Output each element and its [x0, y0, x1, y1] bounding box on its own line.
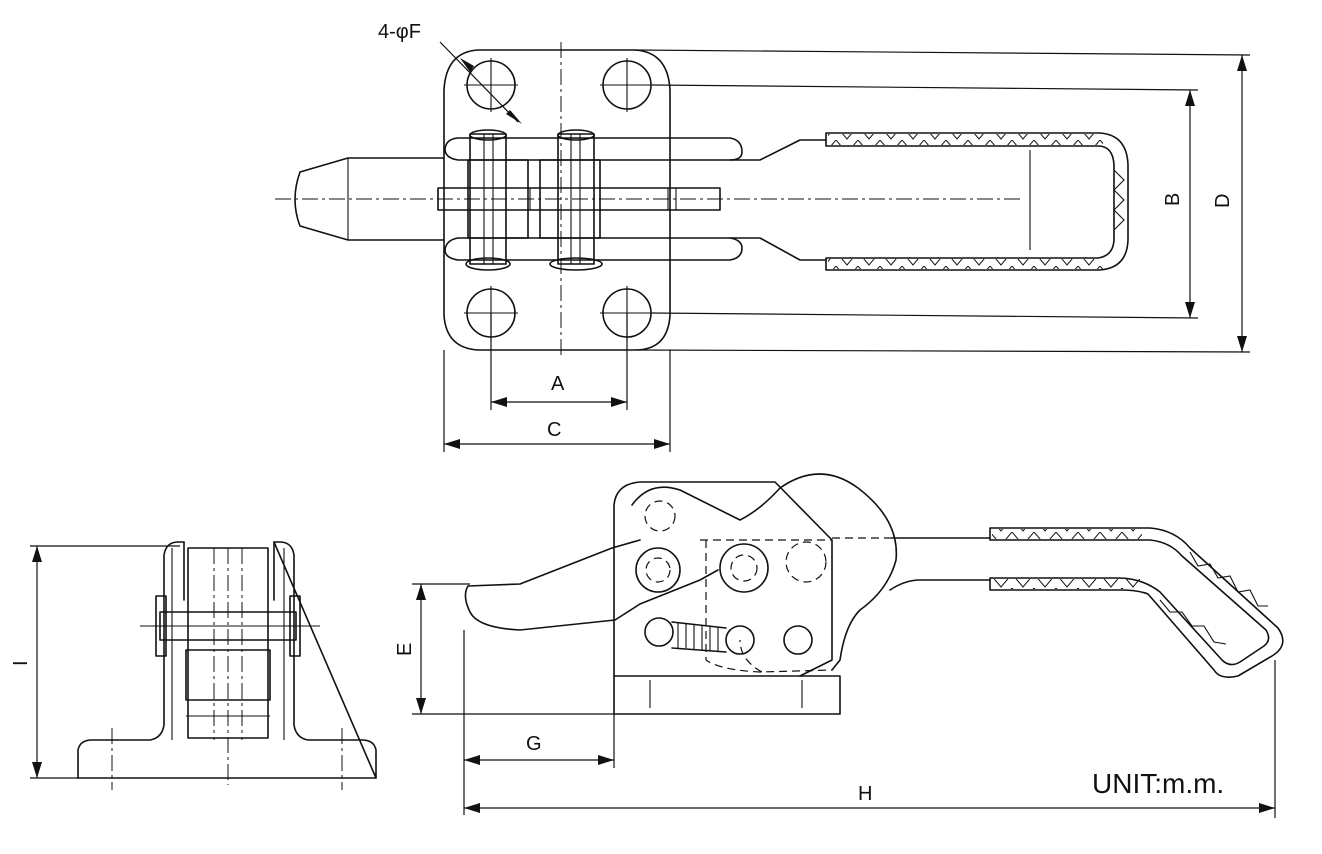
dim-b-label: B [1162, 193, 1184, 206]
side-body [613, 481, 833, 677]
base-plate-outline [443, 49, 671, 351]
dim-d-label: D [1212, 194, 1234, 208]
end-view-base [77, 541, 377, 779]
hole-callout-label: 4-φF [378, 21, 421, 43]
side-handle-grip [989, 527, 1284, 678]
dim-i-label: I [10, 660, 32, 666]
dim-a-label: A [551, 373, 565, 395]
end-view: I [10, 541, 377, 790]
dim-h-label: H [858, 783, 872, 805]
dim-c-label: C [547, 419, 561, 441]
side-hook [464, 569, 719, 631]
unit-label: UNIT:m.m. [1092, 768, 1224, 799]
pivot-points [635, 500, 827, 655]
side-view: E G H [394, 473, 1284, 818]
dim-g-label: G [526, 733, 542, 755]
handle-grip [825, 132, 1129, 271]
dim-e-label: E [394, 643, 416, 656]
top-view: 4-φF A C B D [275, 21, 1251, 452]
